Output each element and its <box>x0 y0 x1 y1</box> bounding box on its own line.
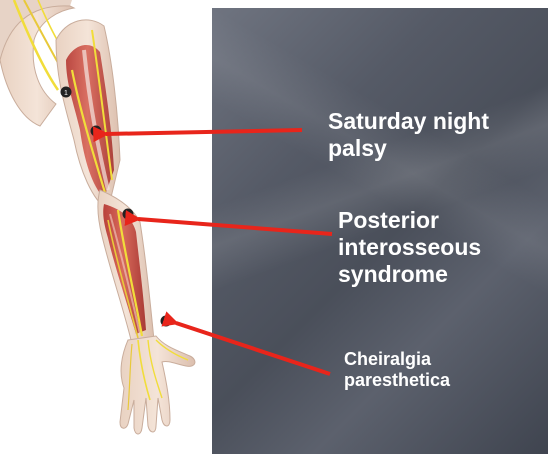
label-line: Cheiralgia <box>344 349 450 370</box>
site-marker-1: 1 <box>61 87 72 98</box>
label-line: paresthetica <box>344 370 450 391</box>
label-saturday-night-palsy: Saturday night palsy <box>328 108 489 162</box>
hand <box>120 336 195 434</box>
svg-text:1: 1 <box>64 90 68 97</box>
upper-arm <box>56 20 120 210</box>
site-marker-4: 4 <box>161 316 172 327</box>
label-cheiralgia-paresthetica: Cheiralgia paresthetica <box>344 349 450 391</box>
site-marker-3: 3 <box>123 209 134 220</box>
label-line: palsy <box>328 135 489 162</box>
label-line: Saturday night <box>328 108 489 135</box>
svg-text:4: 4 <box>164 319 168 326</box>
label-line: syndrome <box>338 261 481 288</box>
label-line: interosseous <box>338 234 481 261</box>
svg-text:3: 3 <box>126 212 130 219</box>
site-marker-2: 2 <box>91 126 102 137</box>
label-line: Posterior <box>338 207 481 234</box>
arrow-posterior-interosseous <box>138 219 332 234</box>
svg-text:2: 2 <box>94 129 98 136</box>
arrow-saturday-night-palsy <box>106 130 302 134</box>
label-posterior-interosseous-syndrome: Posterior interosseous syndrome <box>338 207 481 288</box>
arrow-cheiralgia-paresthetica <box>176 323 330 374</box>
